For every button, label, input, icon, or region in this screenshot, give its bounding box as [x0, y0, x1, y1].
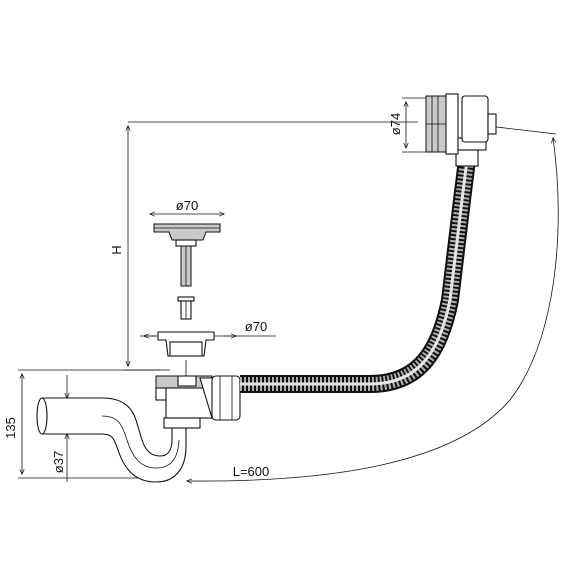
- plug-pin: [177, 296, 195, 320]
- diameter-37-label: ø37: [51, 451, 66, 473]
- height-135-dimension: 135: [3, 369, 160, 479]
- overflow-hose: [240, 150, 477, 393]
- diameter-37-dimension: ø37: [51, 375, 67, 482]
- drain-body: [155, 360, 241, 429]
- plug-cap: [153, 223, 221, 287]
- height-label: H: [109, 245, 124, 254]
- length-label: L=600: [233, 464, 270, 479]
- diameter-70-top-dimension: ø70: [150, 198, 224, 214]
- diameter-74-label: ø74: [388, 113, 403, 135]
- diameter-70-plug-label: ø70: [245, 319, 267, 334]
- drain-flange: [157, 331, 215, 357]
- overflow-fitting: [425, 93, 497, 167]
- length-dimension: L=600: [187, 125, 559, 481]
- height-135-label: 135: [3, 417, 18, 439]
- diameter-70-top-label: ø70: [176, 198, 198, 213]
